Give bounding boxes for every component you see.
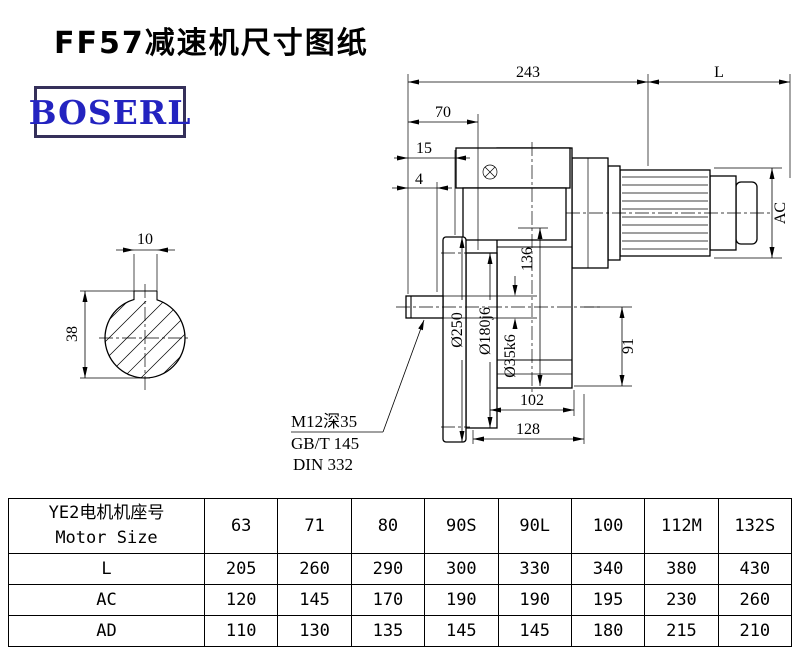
note-standard-gbt: GB/T 145 — [291, 434, 359, 453]
table-cell: 190 — [497, 584, 572, 616]
table-cell: 110 — [203, 615, 279, 647]
size-column-header: 90S — [424, 498, 499, 554]
motor-size-header-cell: YE2电机机座号 Motor Size — [8, 498, 205, 554]
dim-key-depth: 38 — [64, 326, 81, 342]
size-column-header: 112M — [644, 498, 719, 554]
centerlines — [396, 142, 770, 428]
dim-4: 4 — [415, 171, 423, 188]
table-cell: 260 — [277, 553, 352, 585]
table-cell: 145 — [424, 615, 499, 647]
dim-key-width: 10 — [137, 231, 153, 248]
table-cell: 180 — [570, 615, 646, 647]
note-standard-din: DIN 332 — [293, 455, 353, 474]
gearbox-outline — [405, 147, 609, 443]
table-cell: 195 — [570, 584, 646, 616]
dim-flange-diameter: Ø250 — [449, 312, 466, 348]
dim-136: 136 — [519, 247, 536, 271]
table-cell: 290 — [350, 553, 426, 585]
table-cell: 145 — [277, 584, 352, 616]
dim-motor-length: L — [714, 64, 724, 81]
extension-lines — [80, 74, 791, 444]
table-cell: 120 — [203, 584, 279, 616]
row-label: AC — [8, 584, 205, 616]
table-cell: 170 — [350, 584, 426, 616]
table-cell: 340 — [570, 553, 646, 585]
table-row-AC: AC 120 145 170 190 190 195 230 260 — [8, 584, 793, 616]
table-cell: 430 — [717, 553, 793, 585]
drawing-notes: M12深35 GB/T 145 DIN 332 — [291, 412, 359, 474]
table-cell: 230 — [644, 584, 719, 616]
dimension-lines — [84, 81, 790, 442]
dim-70: 70 — [435, 104, 451, 121]
size-column-header: 80 — [350, 498, 426, 554]
row-label: L — [8, 553, 205, 585]
table-cell: 130 — [277, 615, 352, 647]
motor-size-label-en: Motor Size — [55, 528, 158, 548]
motor-size-label-cn: YE2电机机座号 — [48, 503, 165, 524]
dim-102: 102 — [520, 392, 544, 409]
table-cell: 210 — [717, 615, 793, 647]
dimension-drawing: 243 L 70 15 4 AC 136 91 102 128 Ø250 Ø18… — [64, 64, 791, 474]
size-column-header: 132S — [717, 498, 793, 554]
dimension-arrows — [82, 79, 790, 442]
dim-spigot-diameter: Ø180j6 — [477, 307, 494, 355]
table-cell: 205 — [203, 553, 279, 585]
dim-128: 128 — [516, 421, 540, 438]
table-row-AD: AD 110 130 135 145 145 180 215 210 — [8, 615, 793, 647]
brand-logo-text: BOSERL — [28, 92, 192, 132]
page-title: FF57减速机尺寸图纸 — [54, 26, 369, 61]
table-cell: 300 — [424, 553, 499, 585]
brand-logo: BOSERL — [29, 86, 190, 138]
table-cell: 380 — [644, 553, 719, 585]
shaft-bore-section-view — [99, 284, 191, 390]
dimension-labels: 243 L 70 15 4 AC 136 91 102 128 Ø250 Ø18… — [64, 64, 789, 438]
vent-plug-icon — [482, 164, 498, 180]
dim-shaft-diameter: Ø35k6 — [502, 334, 519, 378]
note-tapped-hole: M12深35 — [291, 412, 357, 431]
table-cell: 190 — [424, 584, 499, 616]
size-column-header: 71 — [277, 498, 352, 554]
table-cell: 215 — [644, 615, 719, 647]
dim-total-length: 243 — [516, 64, 540, 81]
dim-91: 91 — [620, 338, 637, 354]
size-column-header: 100 — [570, 498, 646, 554]
row-label: AD — [8, 615, 205, 647]
dim-ac: AC — [772, 202, 789, 224]
table-cell: 330 — [497, 553, 572, 585]
table-cell: 260 — [717, 584, 793, 616]
table-cell: 145 — [497, 615, 572, 647]
motor-cooling-fins — [622, 176, 708, 250]
size-column-header: 90L — [497, 498, 572, 554]
size-column-header: 63 — [203, 498, 279, 554]
table-row-L: L 205 260 290 300 330 340 380 430 — [8, 553, 793, 585]
table-header-row: YE2电机机座号 Motor Size 63 71 80 90S 90L 100… — [8, 498, 793, 554]
motor-size-table: YE2电机机座号 Motor Size 63 71 80 90S 90L 100… — [8, 498, 793, 647]
dim-15: 15 — [416, 140, 432, 157]
table-cell: 135 — [350, 615, 426, 647]
